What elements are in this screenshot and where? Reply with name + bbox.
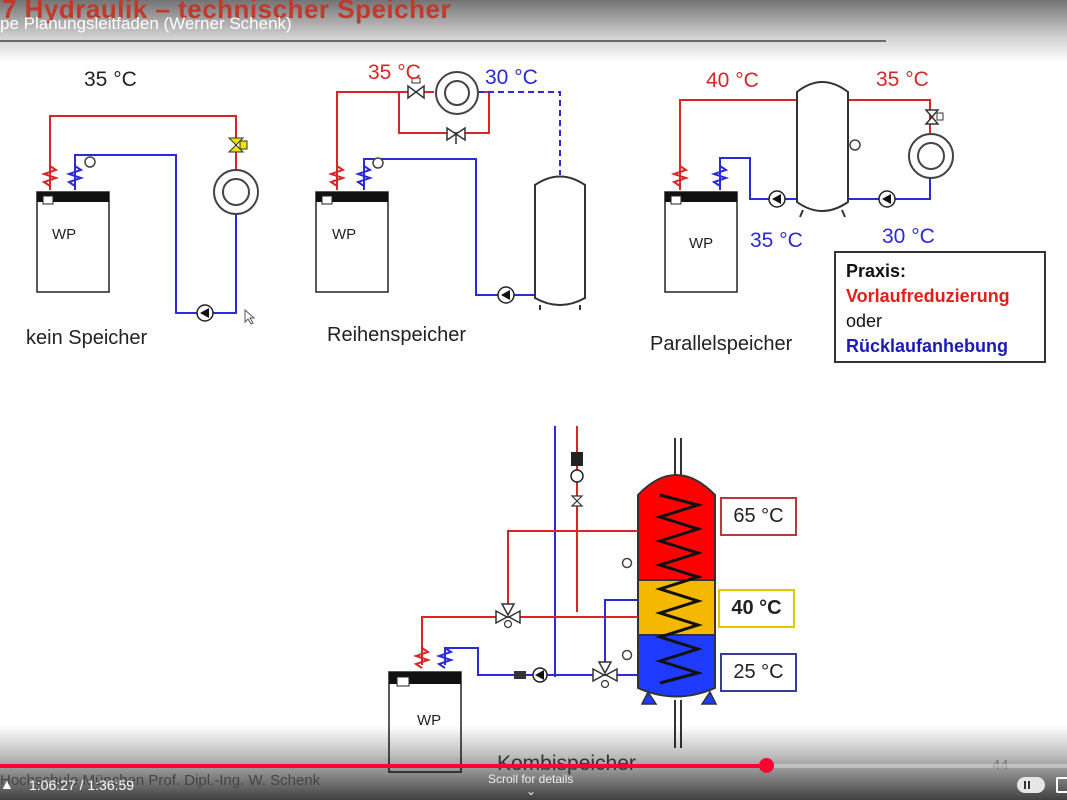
praxis-line-vorlauf: Vorlaufreduzierung — [846, 286, 1010, 306]
reihen-wp-label: WP — [332, 226, 357, 243]
diagram-kein-speicher — [36, 115, 259, 325]
subtitles-icon[interactable] — [1056, 777, 1067, 793]
parallel-return-right-temp: 30 °C — [882, 225, 935, 248]
kombi-wp-label: WP — [417, 712, 442, 729]
parallelspeicher-label: Parallelspeicher — [650, 333, 793, 355]
kein-temp-label: 35 °C — [84, 68, 137, 91]
diagram-reihenspeicher — [315, 71, 586, 310]
kombispeicher-label: Kombispeicher — [497, 752, 636, 776]
parallel-return-left-temp: 35 °C — [750, 229, 803, 252]
praxis-box: Praxis: Vorlaufreduzierung oder Rücklauf… — [834, 251, 1046, 363]
kombi-temp-bottom: 25 °C — [720, 653, 797, 692]
slide-footer: Hochschule München Prof. Dipl.-Ing. W. S… — [0, 772, 321, 789]
parallel-supply-right-temp: 35 °C — [876, 68, 929, 91]
progress-bar-played[interactable] — [0, 764, 766, 768]
parallel-supply-left-temp: 40 °C — [706, 69, 759, 92]
diagram-parallelspeicher — [664, 81, 954, 293]
praxis-line-oder: oder — [846, 311, 883, 331]
pause-icon-bar-right — [1028, 781, 1030, 789]
scroll-for-details[interactable]: Scroll for details — [488, 772, 574, 786]
kein-speicher-label: kein Speicher — [26, 327, 148, 349]
reihenspeicher-label: Reihenspeicher — [327, 324, 466, 346]
slide-page-number: 44 — [992, 757, 1009, 774]
top-gradient — [0, 0, 1067, 62]
bottom-gradient — [0, 725, 1067, 800]
pause-icon-bar-left — [1024, 781, 1026, 789]
reihen-return-temp: 30 °C — [485, 66, 538, 89]
praxis-line-ruecklauf: Rücklaufanhebung — [846, 336, 1009, 356]
time-display: 1:06:27 / 1:36:59 — [29, 777, 135, 793]
kein-wp-label: WP — [52, 226, 77, 243]
video-title[interactable]: pe Planungsleitfaden (Werner Schenk) — [0, 14, 292, 33]
kombi-temp-top: 65 °C — [720, 497, 797, 536]
praxis-heading: Praxis: — [846, 261, 907, 281]
volume-icon[interactable]: ▲ — [0, 776, 14, 792]
slide-title: 7 Hydraulik – technischer Speicher — [2, 0, 452, 24]
progress-scrubber-handle[interactable] — [758, 758, 774, 773]
title-rule — [0, 40, 886, 42]
kombi-temp-mid: 40 °C — [718, 589, 795, 628]
diagram-kombispeicher — [388, 426, 718, 773]
autoplay-toggle[interactable] — [1017, 777, 1045, 793]
parallel-wp-label: WP — [689, 235, 714, 252]
reihen-supply-temp: 35 °C — [368, 61, 421, 84]
chevron-down-icon[interactable]: ⌄ — [526, 784, 537, 798]
